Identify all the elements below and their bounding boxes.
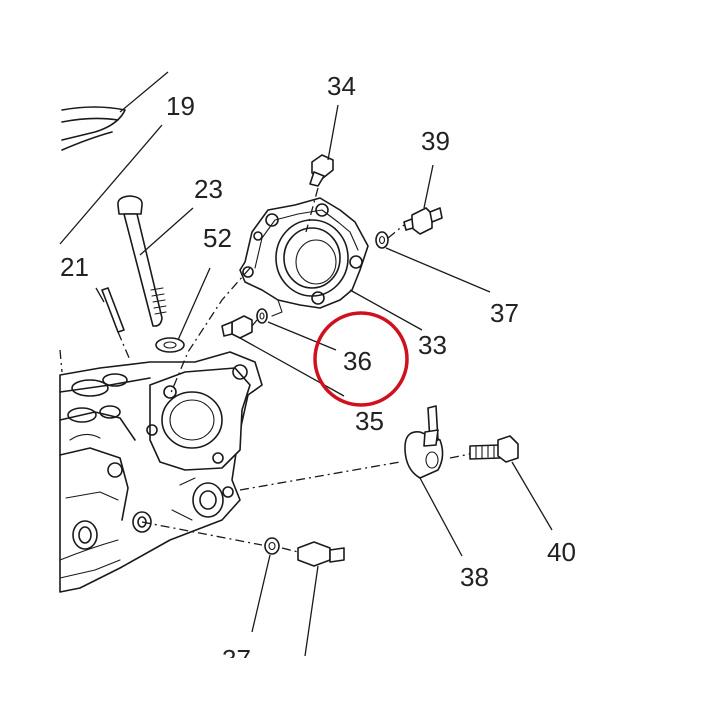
callout-39: 39 bbox=[421, 126, 450, 156]
callout-35: 35 bbox=[355, 406, 384, 436]
washer-52 bbox=[155, 337, 185, 353]
bolt-23 bbox=[117, 195, 167, 327]
fitting-lower bbox=[297, 541, 345, 567]
sensor-38 bbox=[404, 405, 444, 479]
washer-37-upper bbox=[375, 231, 389, 249]
callout-52: 52 bbox=[203, 223, 232, 253]
flange-33 bbox=[239, 197, 369, 317]
fitting-35 bbox=[221, 315, 253, 339]
callout-19: 19 bbox=[166, 91, 195, 121]
callout-36: 36 bbox=[343, 346, 372, 376]
stud-21 bbox=[101, 287, 125, 333]
callout-23: 23 bbox=[194, 174, 223, 204]
callout-21: 21 bbox=[60, 252, 89, 282]
assembly-axes bbox=[59, 187, 471, 553]
callout-38: 38 bbox=[460, 562, 489, 592]
bolt-40 bbox=[469, 435, 519, 463]
callout-labels: 19 21 23 52 34 39 37 33 36 35 38 40 37 bbox=[60, 71, 576, 674]
crop-mask-bottom bbox=[0, 658, 720, 720]
cylinder-head-casting bbox=[59, 106, 263, 593]
highlight-circle bbox=[313, 311, 409, 407]
callout-34: 34 bbox=[327, 71, 356, 101]
fitting-39 bbox=[403, 207, 443, 235]
washer-37-lower bbox=[264, 537, 280, 555]
callout-37-upper: 37 bbox=[490, 298, 519, 328]
washer-36 bbox=[256, 308, 268, 324]
screw-34 bbox=[309, 154, 334, 187]
callout-40: 40 bbox=[547, 537, 576, 567]
leader-lines bbox=[59, 71, 553, 657]
callout-33: 33 bbox=[418, 330, 447, 360]
